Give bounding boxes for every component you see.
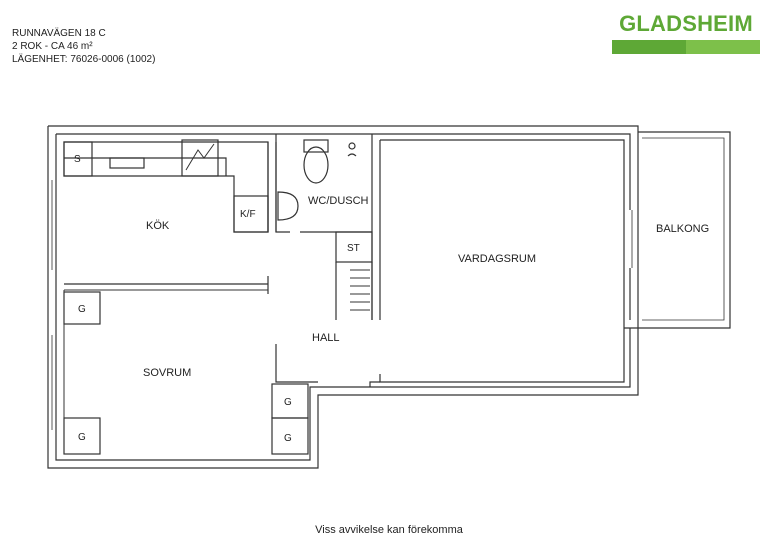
- wall-living-left: [379, 139, 625, 383]
- room-hall: HALL: [312, 332, 340, 344]
- address-text: RUNNAVÄGEN 18 C: [12, 28, 106, 39]
- balcony-inner: [642, 137, 725, 321]
- wall-wc-right: [371, 134, 381, 320]
- room-balcony: BALKONG: [656, 223, 709, 235]
- label-g2: G: [78, 432, 86, 443]
- room-kitchen: KÖK: [146, 220, 170, 232]
- wall-wc-left: [275, 134, 290, 233]
- label-g4: G: [284, 433, 292, 444]
- box-g4: [271, 417, 309, 455]
- apartment-info: RUNNAVÄGEN 18 C 2 ROK - CA 46 m² LÄGENHE…: [12, 27, 155, 66]
- wall-kitchen-bedroom: [64, 276, 269, 294]
- disclaimer-text: Viss avvikelse kan förekomma: [315, 524, 463, 536]
- logo-bar: [612, 40, 760, 54]
- toilet-bowl: [303, 146, 329, 184]
- wall-bedroom-right: [275, 344, 318, 383]
- outer-wall: [47, 125, 639, 469]
- wardrobe-wall: [335, 262, 373, 320]
- apartment-number-text: LÄGENHET: 76026-0006 (1002): [12, 54, 156, 65]
- logo-bar-dark: [612, 40, 686, 54]
- size-text: 2 ROK - CA 46 m²: [12, 41, 93, 52]
- toilet-tank: [303, 139, 329, 153]
- outer-wall-inner: [55, 133, 631, 461]
- window-left-bedroom: [47, 335, 57, 430]
- room-wc: WC/DUSCH: [308, 195, 369, 207]
- label-g3: G: [284, 397, 292, 408]
- room-living: VARDAGSRUM: [458, 253, 536, 265]
- kitchen-stove: [181, 139, 219, 177]
- label-st: ST: [347, 243, 360, 254]
- wall-living-bottom: [369, 381, 380, 387]
- shower-head: [348, 142, 356, 150]
- gladsheim-logo: GLADSHEIM: [612, 10, 760, 54]
- wardrobe-rail: [350, 269, 370, 311]
- kitchen-counter-inner: [64, 157, 227, 176]
- logo-bar-light: [686, 40, 760, 54]
- box-g1: [63, 291, 101, 325]
- box-s: [63, 141, 93, 177]
- window-balcony-door: [623, 210, 633, 268]
- label-kf: K/F: [240, 209, 256, 220]
- washbasin: [277, 191, 299, 221]
- shower-pipe: [347, 153, 357, 157]
- label-g1: G: [78, 304, 86, 315]
- balcony-outline: [638, 131, 731, 329]
- label-s: S: [74, 154, 81, 165]
- stove-symbol: [185, 143, 215, 171]
- box-g2: [63, 417, 101, 455]
- kitchen-counter: [63, 141, 269, 233]
- window-left-kitchen: [47, 180, 57, 270]
- box-st: [335, 231, 373, 263]
- wall-kitchen-hall: [267, 142, 277, 232]
- floor-plan: S K/F ST G G G G KÖK WC/DUSCH VARDAGSRUM…: [47, 125, 731, 469]
- logo-text: GLADSHEIM: [619, 11, 753, 36]
- room-bedroom: SOVRUM: [143, 367, 191, 379]
- kitchen-sink: [109, 157, 145, 169]
